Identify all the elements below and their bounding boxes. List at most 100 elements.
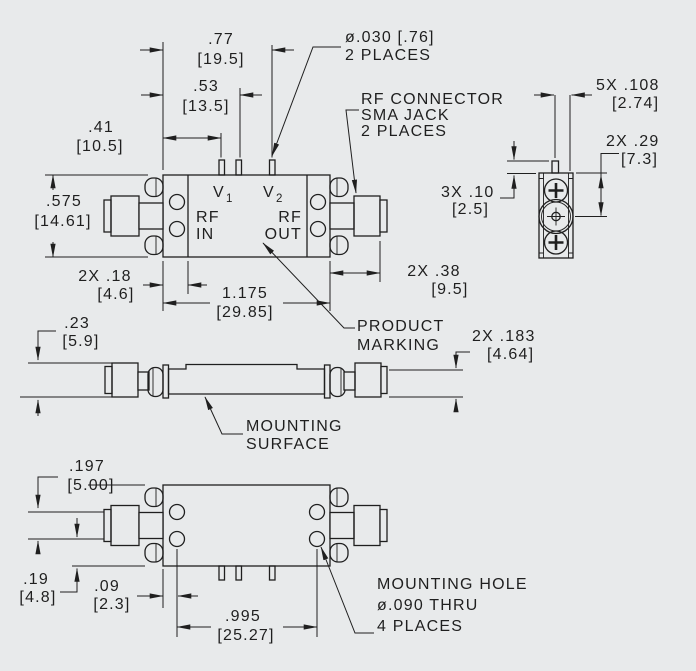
mounting-hole — [168, 193, 186, 211]
sma-end-cap — [103, 508, 112, 543]
label-v1: V — [213, 184, 225, 201]
dim-arrow — [60, 567, 80, 593]
mounting-hole — [309, 220, 327, 238]
dim-text: [2.5] — [452, 201, 489, 218]
flange-ear — [144, 542, 164, 563]
flange-ear — [144, 487, 164, 508]
ear-chord-lines — [155, 488, 338, 562]
dim-text: [10.5] — [76, 138, 123, 155]
callout-text: MARKING — [357, 337, 440, 354]
callout-text: 4 PLACES — [377, 618, 463, 635]
callout-text: MOUNTING — [246, 418, 343, 435]
ear-chord-lines — [155, 178, 338, 254]
flange-ear — [329, 177, 349, 198]
dim-text: [2.74] — [612, 95, 659, 112]
mounting-hole — [308, 503, 326, 521]
mounting-hole — [168, 220, 186, 238]
leader-mounting-surface — [204, 396, 243, 435]
dim-text: .53 — [193, 78, 219, 95]
connector-outer-circle — [538, 198, 574, 235]
bottom-view-outline — [103, 484, 388, 581]
dim-text: [2.3] — [93, 596, 130, 613]
mounting-hole — [309, 193, 327, 211]
top-view-outline — [103, 159, 388, 258]
dim-text: 5X .108 — [596, 77, 660, 94]
dim-text: .995 — [225, 608, 261, 625]
flange-ear — [144, 235, 164, 256]
flange-ear — [329, 487, 349, 508]
dim-text: [14.61] — [34, 213, 91, 230]
callout-text: RF CONNECTOR — [361, 91, 504, 108]
callout-text: MOUNTING HOLE — [377, 576, 528, 593]
dim-text: [4.6] — [97, 286, 134, 303]
top-view-text: .77 [19.5] .53 [13.5] .41 [10.5] .575 [1… — [34, 29, 504, 354]
callout-text: 2 PLACES — [345, 47, 431, 64]
flange-ear — [329, 542, 349, 563]
bias-pin — [268, 565, 276, 581]
label-rf-out: RF — [278, 209, 302, 226]
mounting-hole — [168, 530, 186, 548]
bottom-view-text: .197 [5.00] .19 [4.8] .09 [2.3] .995 [25… — [19, 458, 528, 644]
sma-end-cap — [103, 199, 112, 233]
dim-text: [4.64] — [487, 346, 534, 363]
bottom-view: .197 [5.00] .19 [4.8] .09 [2.3] .995 [25… — [19, 458, 528, 644]
dim-text: .19 — [23, 571, 49, 588]
extension-line — [45, 174, 148, 258]
end-view-outline — [538, 160, 574, 259]
dim-text: .77 — [208, 31, 234, 48]
dim-text: [7.3] — [621, 151, 658, 168]
callout-text: ø.090 THRU — [377, 597, 479, 614]
dim-text: [19.5] — [197, 51, 244, 68]
dim-text: 3X .10 — [441, 184, 494, 201]
bias-pin — [235, 159, 243, 176]
top-view: .77 [19.5] .53 [13.5] .41 [10.5] .575 [1… — [34, 29, 504, 354]
label-v1-sub: 1 — [226, 193, 232, 205]
center-crosshair — [547, 207, 565, 226]
end-view-text: 5X .108 [2.74] 2X .29 [7.3] 3X .10 [2.5] — [441, 77, 660, 218]
extension-line — [28, 484, 145, 567]
flange-plate — [162, 364, 170, 399]
bottom-view-dimensions — [28, 476, 374, 637]
flange-ear — [147, 366, 164, 398]
flange-plate — [323, 364, 331, 399]
sma-neck — [329, 511, 355, 540]
extension-line — [389, 369, 463, 398]
extension-line — [554, 95, 571, 171]
dim-text: [5.9] — [62, 333, 99, 350]
sma-neck — [329, 202, 355, 230]
dim-text: 1.175 — [222, 285, 268, 302]
bias-pin — [551, 160, 560, 174]
bias-pin — [268, 159, 276, 176]
sma-threads — [111, 362, 139, 398]
side-view: .23 [5.9] 2X .183 [4.64] MOUNTING SURFAC… — [20, 315, 534, 453]
sma-end-cap — [379, 508, 388, 543]
label-v2-sub: 2 — [276, 193, 282, 205]
dim-text: [25.27] — [217, 627, 274, 644]
dim-text: .197 — [69, 458, 105, 475]
dim-text: .41 — [88, 119, 114, 136]
end-view: 5X .108 [2.74] 2X .29 [7.3] 3X .10 [2.5] — [441, 77, 660, 259]
sma-neck — [137, 371, 150, 391]
bias-pin — [218, 159, 226, 176]
callout-text: PRODUCT — [357, 318, 445, 335]
dim-text: .23 — [64, 315, 90, 332]
label-rf-in: RF — [196, 209, 220, 226]
end-view-dimensions — [500, 92, 619, 217]
dim-arrow — [500, 174, 517, 199]
extension-line — [20, 362, 112, 398]
dim-text: .09 — [94, 578, 120, 595]
dim-text: 2X .29 — [606, 133, 659, 150]
mounting-hole — [168, 503, 186, 521]
callout-text: 2 PLACES — [361, 123, 447, 140]
top-view-dimensions — [45, 42, 381, 329]
extension-line — [162, 549, 318, 637]
flange-seam-lines — [187, 175, 308, 257]
end-body-inner-lines — [539, 173, 573, 258]
sma-threads — [110, 504, 140, 547]
label-rf-out: OUT — [265, 226, 302, 243]
sma-end-cap — [380, 365, 388, 395]
sma-neck — [343, 371, 356, 391]
callout-text: ø.030 [.76] — [345, 29, 435, 46]
label-rf-in: IN — [196, 226, 214, 243]
